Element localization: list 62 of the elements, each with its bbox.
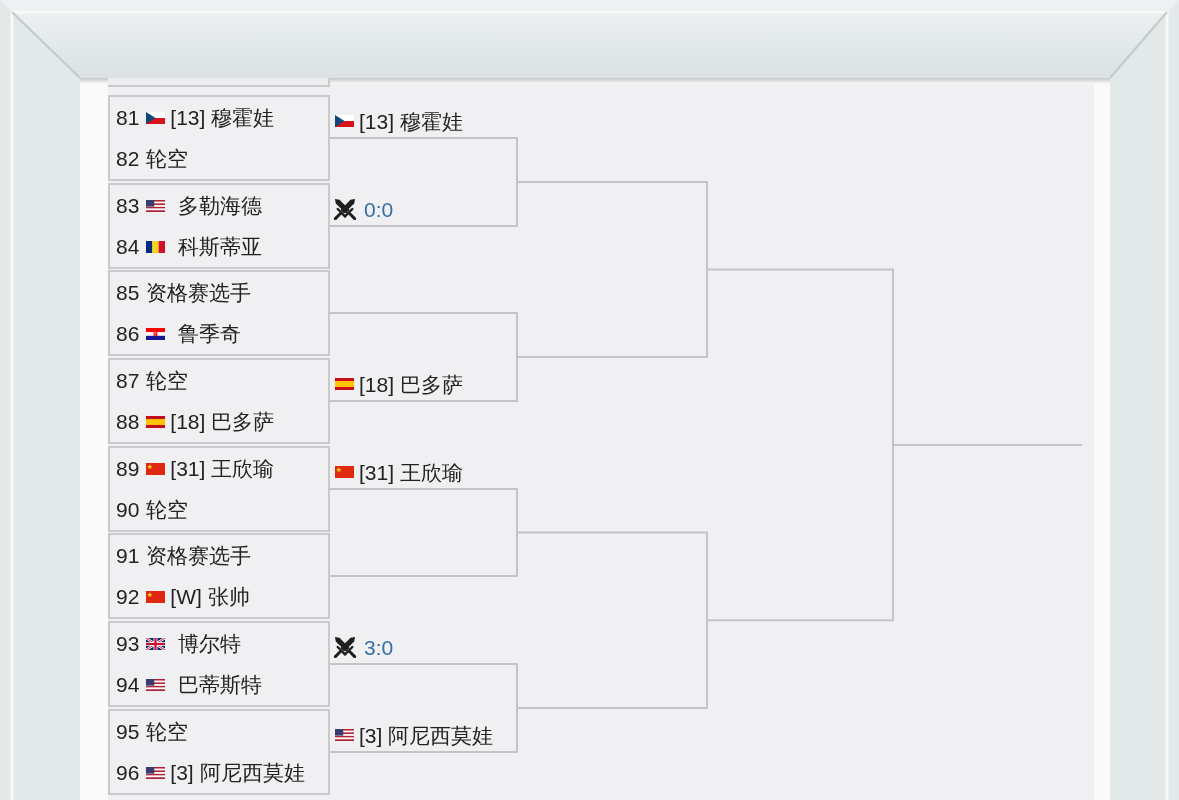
draw-number: 82	[116, 148, 140, 169]
match-box	[108, 709, 330, 795]
player-name: 轮空	[146, 370, 189, 391]
match-box	[108, 446, 330, 532]
bracket-line	[329, 181, 518, 227]
bracket-line	[706, 443, 894, 622]
draw-number: 95	[116, 721, 140, 742]
match-box	[108, 78, 330, 87]
bracket-line	[516, 531, 708, 622]
draw-number: 89	[116, 458, 140, 479]
player-name: [W] 张帅	[170, 586, 250, 607]
player-name: [3] 阿尼西莫娃	[359, 724, 494, 746]
player-name: 资格赛选手	[146, 545, 252, 566]
bracket-line	[329, 137, 518, 183]
match-box	[108, 270, 330, 356]
match-score: 3:0	[364, 636, 394, 658]
draw-number: 92	[116, 586, 140, 607]
player-name: 轮空	[146, 499, 189, 520]
bracket-line	[516, 268, 708, 358]
match-score: 0:0	[364, 198, 394, 220]
match-box	[108, 95, 330, 181]
player-name: [13] 穆霍娃	[170, 107, 275, 128]
player-name: [31] 王欣瑜	[170, 458, 275, 479]
bracket-line	[329, 488, 518, 534]
draw-number: 85	[116, 282, 140, 303]
bracket-line	[329, 312, 518, 358]
player-name: [13] 穆霍娃	[359, 110, 463, 132]
player-name: [31] 王欣瑜	[359, 461, 463, 483]
player-name: 巴蒂斯特	[178, 674, 263, 695]
player-name: 轮空	[146, 148, 189, 169]
draw-number: 96	[116, 762, 140, 783]
bracket-line	[516, 181, 708, 271]
draw-number: 93	[116, 633, 140, 654]
match-box	[108, 533, 330, 619]
bracket-line	[329, 356, 518, 402]
bracket-line	[329, 663, 518, 709]
draw-number: 88	[116, 411, 140, 432]
match-box	[108, 183, 330, 269]
match-box	[108, 358, 330, 444]
bracket-line	[892, 443, 1083, 446]
player-name: 鲁季奇	[178, 323, 242, 344]
draw-number: 81	[116, 107, 140, 128]
draw-number: 87	[116, 370, 140, 391]
player-name: 资格赛选手	[146, 282, 252, 303]
player-name: 科斯蒂亚	[178, 236, 263, 257]
player-name: 博尔特	[178, 633, 242, 654]
player-name: [3] 阿尼西莫娃	[170, 762, 305, 783]
match-box	[108, 621, 330, 707]
player-name: 多勒海德	[178, 195, 263, 216]
draw-number: 86	[116, 323, 140, 344]
draw-number: 91	[116, 545, 140, 566]
draw-number: 83	[116, 195, 140, 216]
bracket-line	[516, 619, 708, 709]
draw-number: 94	[116, 674, 140, 695]
player-name: [18] 巴多萨	[170, 411, 275, 432]
player-name: [18] 巴多萨	[359, 373, 463, 395]
bracket-line	[329, 531, 518, 577]
draw-number: 84	[116, 236, 140, 257]
bracket-line	[706, 268, 894, 446]
bracket-line	[329, 707, 518, 753]
player-name: 轮空	[146, 721, 189, 742]
draw-number: 90	[116, 499, 140, 520]
